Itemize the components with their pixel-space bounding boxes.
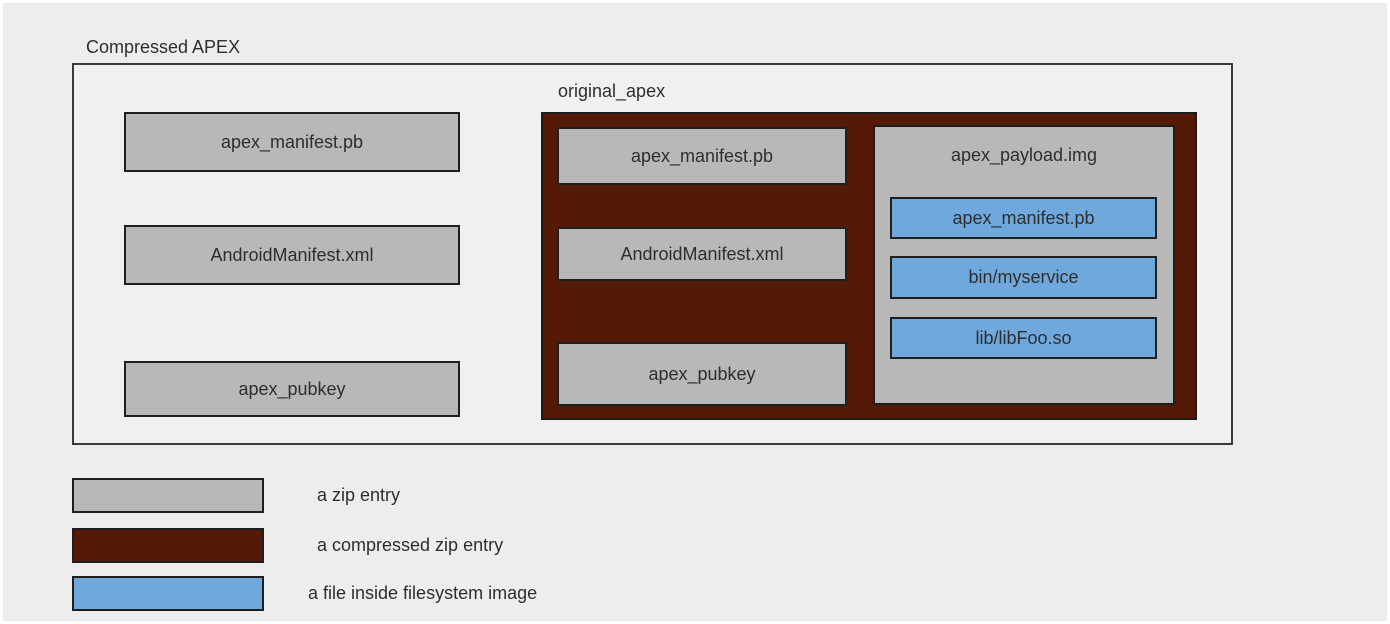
fs-file-lib-libfoo: lib/libFoo.so	[890, 317, 1157, 359]
legend-swatch-compressed-zip-entry	[72, 528, 264, 563]
original-apex-compressed-entry: apex_manifest.pb AndroidManifest.xml ape…	[541, 112, 1197, 420]
legend-label-compressed-zip-entry: a compressed zip entry	[317, 535, 504, 555]
inner-zip-entry-android-manifest: AndroidManifest.xml	[557, 227, 847, 281]
fs-file-apex-manifest: apex_manifest.pb	[890, 197, 1157, 239]
original-apex-title: original_apex	[558, 81, 666, 101]
zip-entry-apex-pubkey: apex_pubkey	[124, 361, 460, 417]
zip-entry-apex-manifest: apex_manifest.pb	[124, 112, 460, 172]
fs-file-bin-myservice: bin/myservice	[890, 256, 1157, 299]
legend-swatch-filesystem-file	[72, 576, 264, 611]
legend-label-filesystem-file: a file inside filesystem image	[308, 583, 538, 603]
apex-payload-image-container: apex_payload.img apex_manifest.pb bin/my…	[873, 125, 1175, 405]
zip-entry-android-manifest: AndroidManifest.xml	[124, 225, 460, 285]
diagram-title: Compressed APEX	[86, 37, 241, 57]
legend-label-zip-entry: a zip entry	[317, 485, 401, 505]
apex-payload-title: apex_payload.img	[950, 145, 1098, 165]
inner-zip-entry-apex-manifest: apex_manifest.pb	[557, 127, 847, 185]
inner-zip-entry-apex-pubkey: apex_pubkey	[557, 342, 847, 406]
legend-swatch-zip-entry	[72, 478, 264, 513]
